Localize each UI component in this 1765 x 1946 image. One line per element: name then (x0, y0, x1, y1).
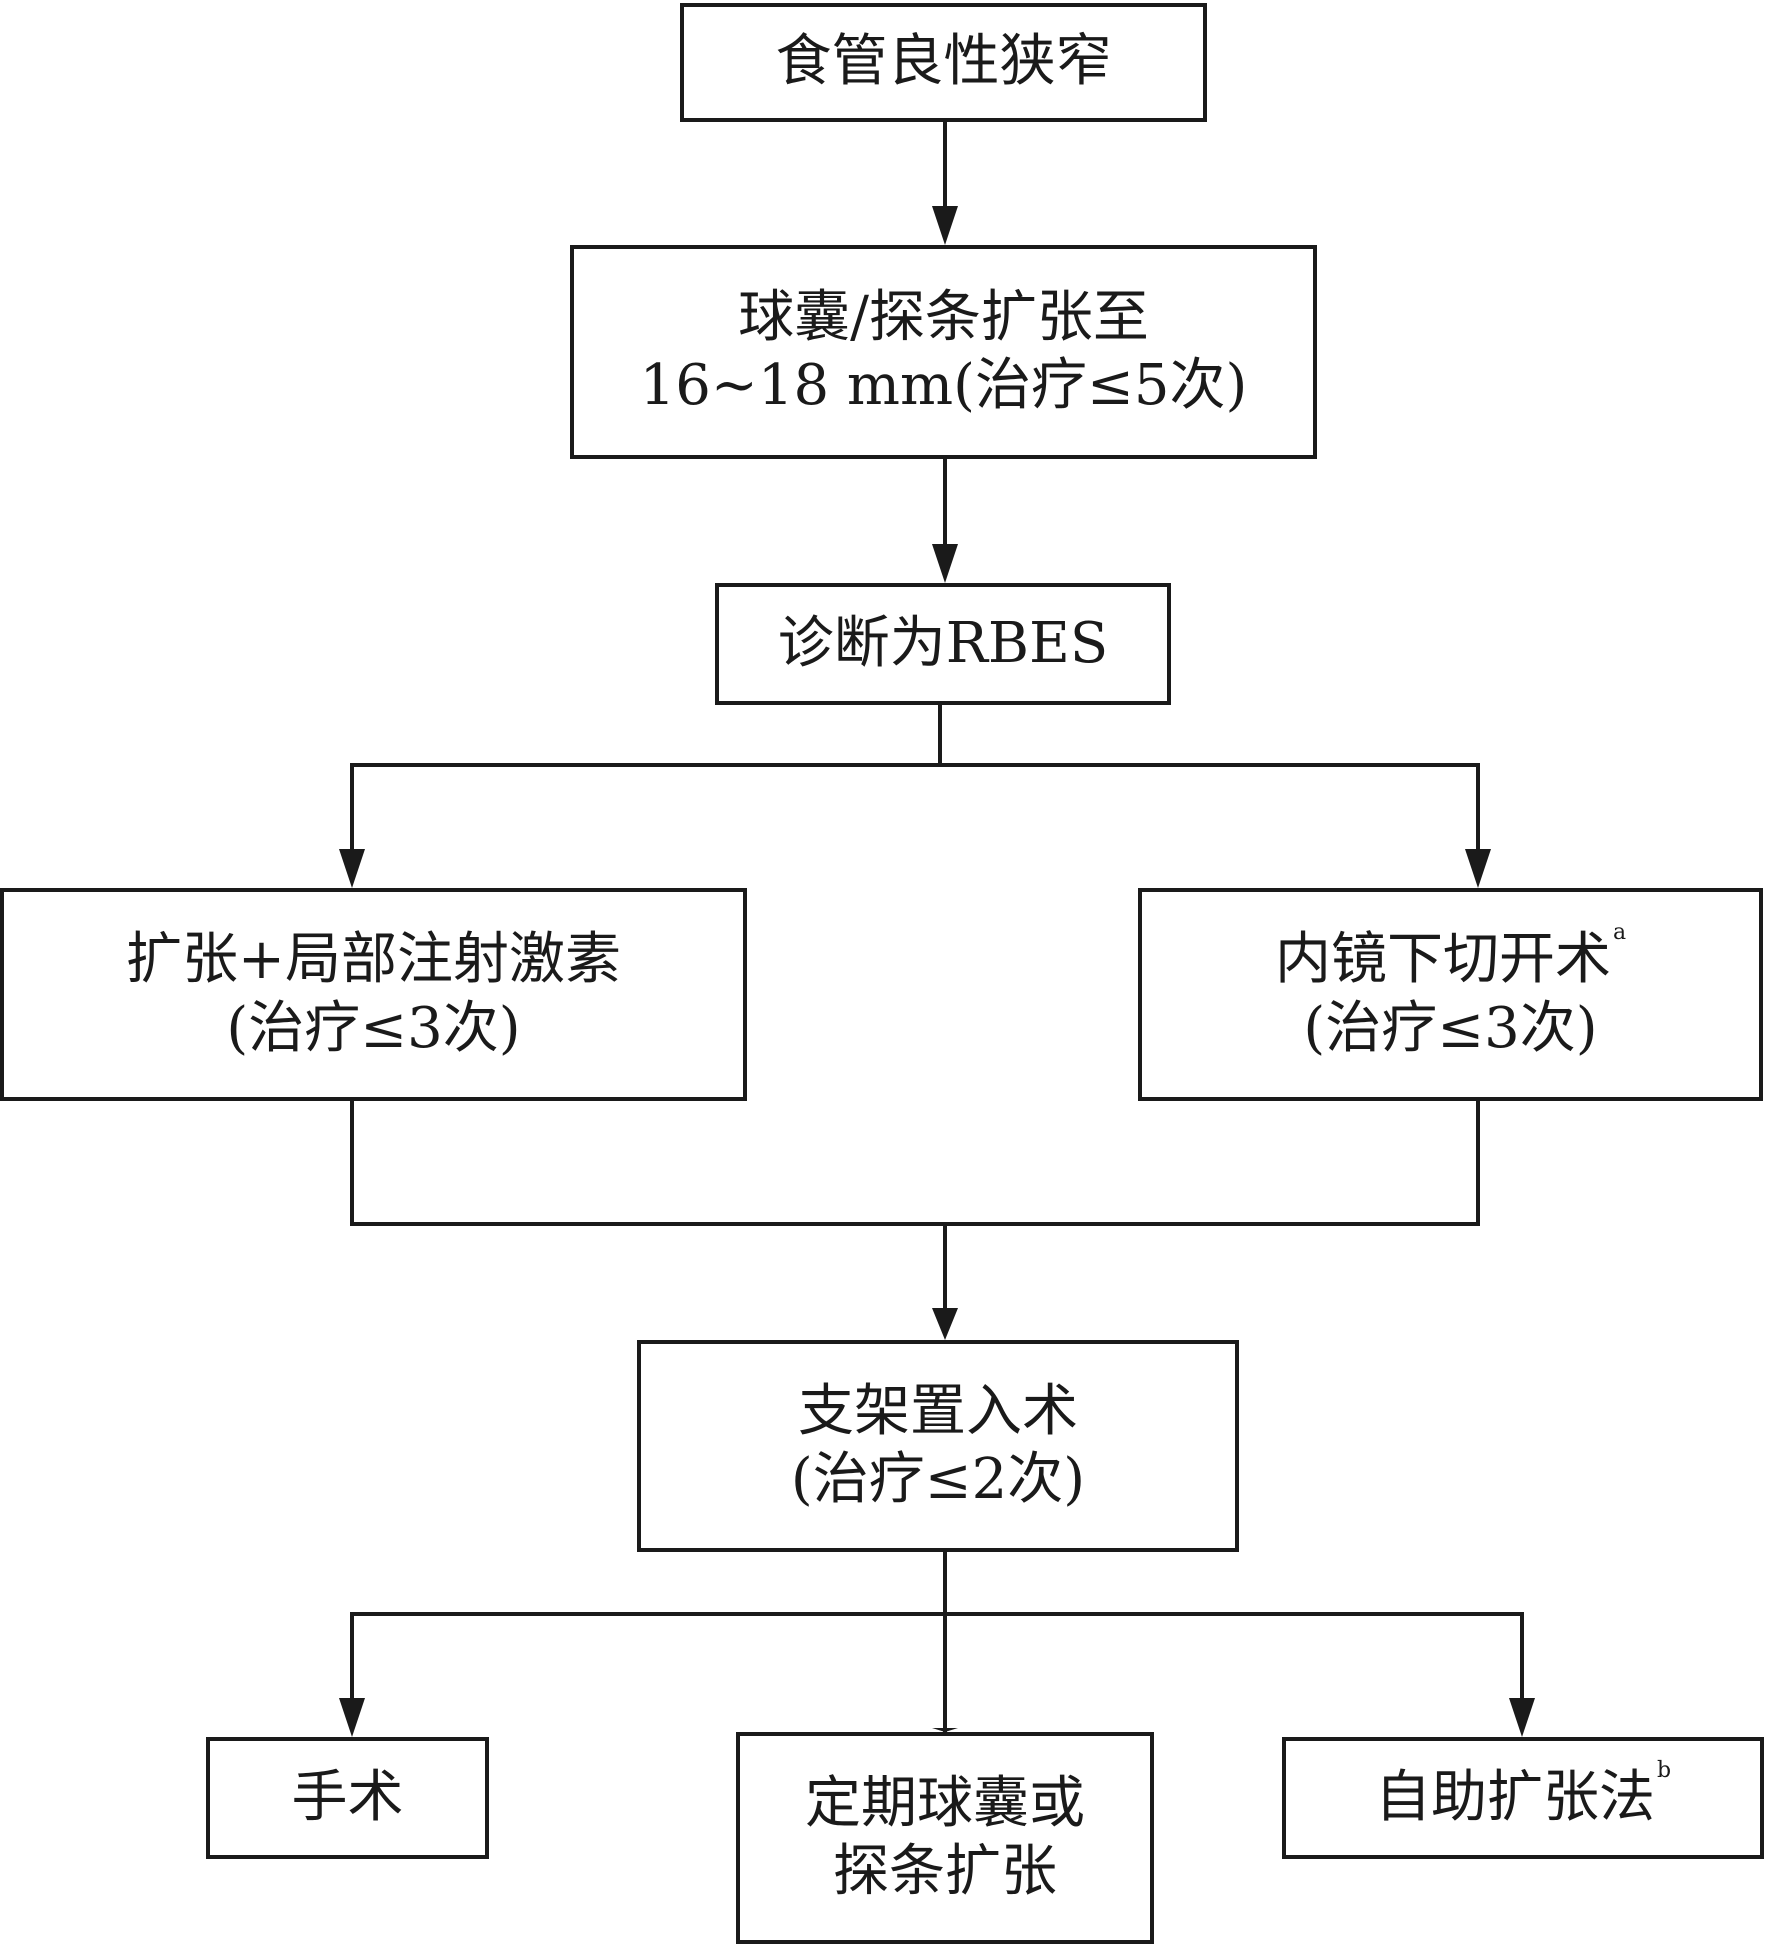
footnote-marker: b (1656, 1757, 1672, 1783)
node-label: 球囊/探条扩张至 (738, 284, 1149, 350)
node-surgery: 手术 (206, 1737, 489, 1859)
footnote-marker: a (1612, 920, 1627, 946)
node-label: 自助扩张法b (1374, 1758, 1671, 1832)
node-label: (治疗≤3次) (1303, 995, 1598, 1061)
arrowhead-diagnosis (932, 544, 958, 583)
arrowhead-incision (1465, 849, 1491, 888)
node-label: (治疗≤2次) (790, 1447, 1086, 1512)
arrowhead-injection (339, 849, 365, 888)
node-label: 食管良性狭窄 (775, 29, 1112, 95)
arrowhead-self (1509, 1698, 1535, 1737)
node-esophageal-stricture: 食管良性狭窄 (680, 3, 1207, 122)
node-label-text: 自助扩张法 (1374, 1764, 1655, 1830)
node-label: 手术 (291, 1764, 404, 1830)
node-periodic-dilation: 定期球囊或 探条扩张 (736, 1732, 1154, 1944)
node-dilation: 球囊/探条扩张至 16~18 mm(治疗≤5次) (570, 245, 1317, 459)
node-injection: 扩张+局部注射激素 (治疗≤3次) (0, 888, 747, 1101)
node-endoscopic-incision: 内镜下切开术a (治疗≤3次) (1138, 888, 1763, 1101)
arrowhead-stent (932, 1308, 958, 1340)
node-label-text: 内镜下切开术 (1274, 927, 1611, 993)
node-label: 支架置入术 (798, 1378, 1078, 1444)
arrowhead-surgery (339, 1698, 365, 1737)
arrowhead-dilation (932, 206, 958, 245)
node-stent: 支架置入术 (治疗≤2次) (637, 1340, 1239, 1552)
node-self-dilation: 自助扩张法b (1282, 1737, 1764, 1859)
node-diagnosis-rbes: 诊断为RBES (715, 583, 1171, 705)
node-label: 16~18 mm(治疗≤5次) (639, 353, 1248, 418)
node-label: 内镜下切开术a (1274, 920, 1626, 994)
node-label: 扩张+局部注射激素 (126, 927, 621, 993)
node-label: 诊断为RBES (777, 610, 1109, 676)
node-label: 探条扩张 (833, 1839, 1057, 1904)
node-label: (治疗≤3次) (226, 995, 521, 1061)
arrowhead-periodic (932, 1728, 958, 1732)
node-label: 定期球囊或 (805, 1770, 1085, 1836)
